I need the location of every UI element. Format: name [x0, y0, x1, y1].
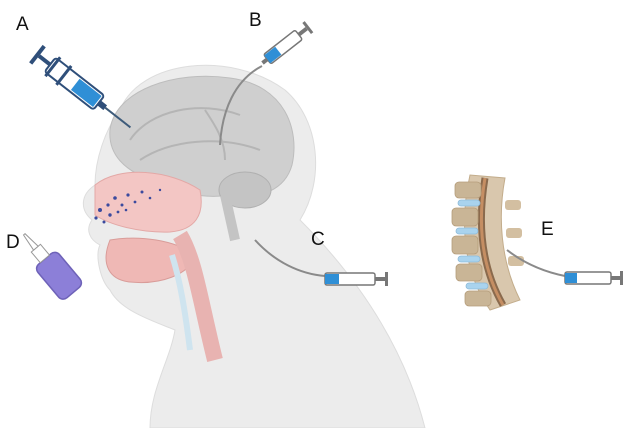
route-label-c: C [311, 230, 325, 249]
lumbar-spine [452, 175, 524, 310]
route-label-e: E [541, 220, 554, 239]
route-label-b: B [249, 11, 262, 30]
nasal-spray-bottle-icon [14, 225, 84, 301]
route-label-a: A [16, 15, 29, 34]
route-label-d: D [6, 233, 20, 252]
lumbar-syringe-icon [507, 250, 623, 285]
